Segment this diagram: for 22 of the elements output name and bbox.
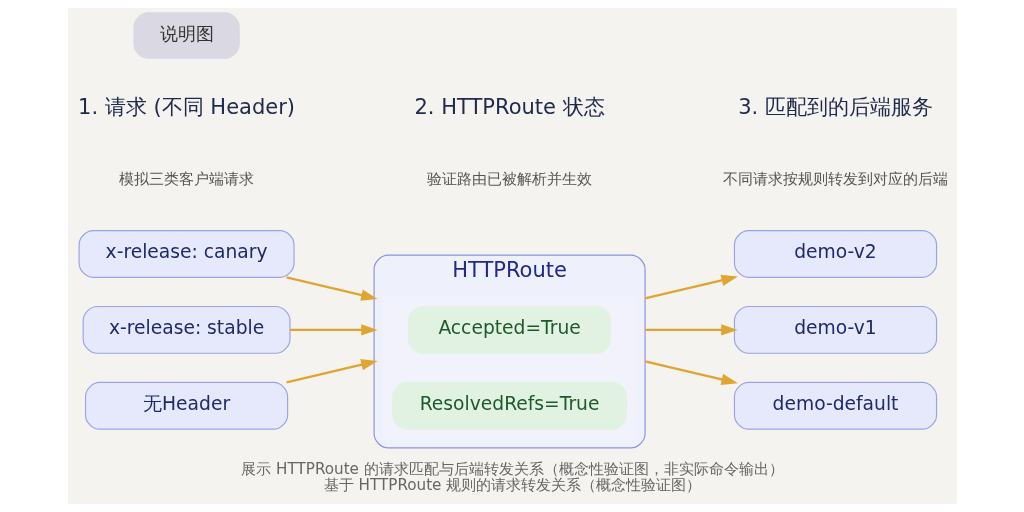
node-box: ResolvedRefs=True [391,381,627,430]
caption: 基于 HTTPRoute 规则的请求转发关系（概念性验证图） [323,476,701,495]
label: 2. HTTPRoute 状态 [413,94,605,120]
arrow [289,324,378,336]
node-box: x-release: canary [78,230,295,278]
label: 不同请求按规则转发到对应的后端 [722,170,948,189]
node-box: demo-v2 [733,230,937,278]
label: 验证路由已被解析并生效 [426,170,592,189]
label: 模拟三类客户端请求 [118,170,254,189]
arrow [644,324,738,336]
node-box: demo-v1 [733,305,937,354]
node-box: x-release: stable [82,305,291,354]
arrow [644,360,738,385]
label: 说明图 [159,23,214,44]
label: 1. 请求 (不同 Header) [77,94,295,120]
arrow [285,359,377,384]
node-box: 无Header [84,381,288,430]
label: 3. 匹配到的后端服务 [737,94,933,120]
node-box: Accepted=True [407,305,611,354]
arrow [285,276,377,301]
arrow [644,274,738,300]
node-box: demo-default [733,381,937,430]
